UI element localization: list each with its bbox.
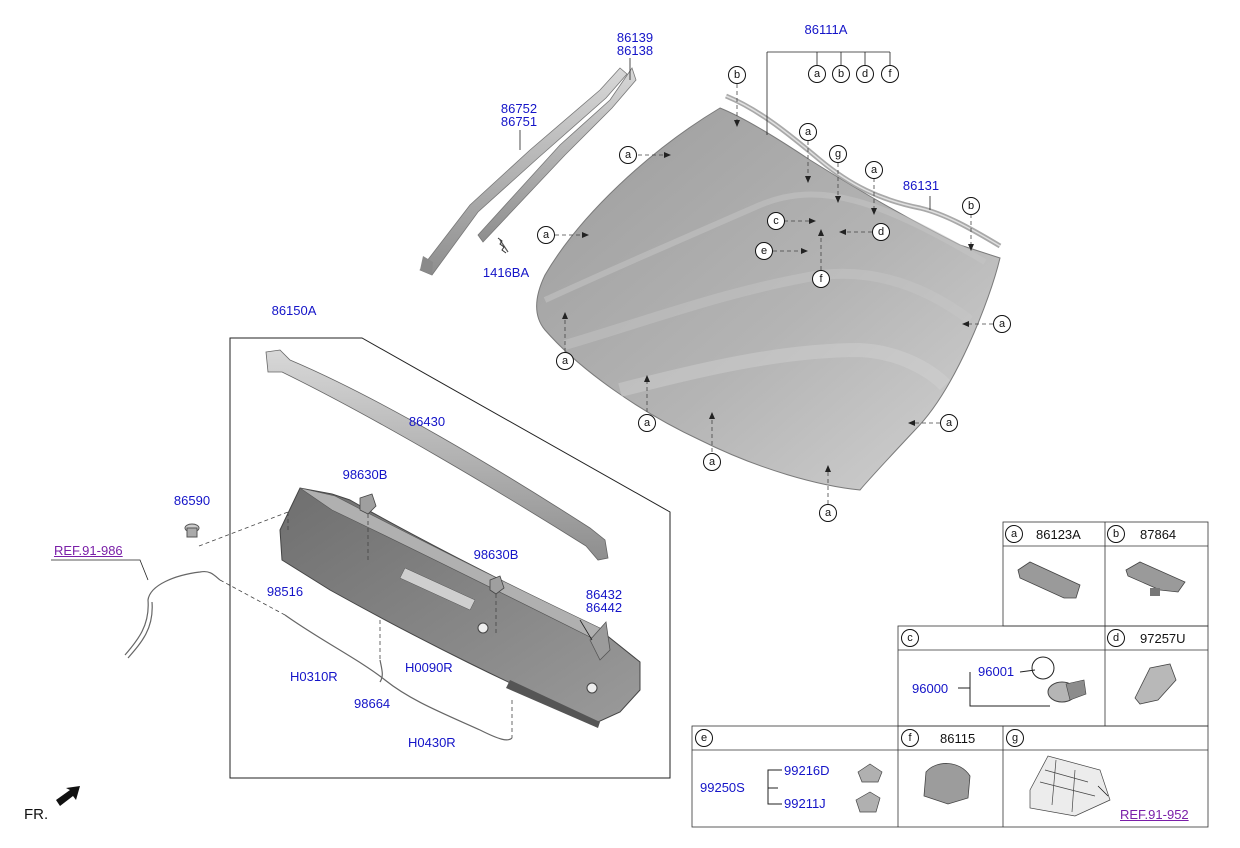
grommet: [184, 523, 200, 538]
label-86432[interactable]: 86432: [585, 587, 623, 602]
label-H0090R[interactable]: H0090R: [405, 660, 453, 675]
label-86430[interactable]: 86430: [408, 414, 446, 429]
label-98630B-1[interactable]: 98630B: [342, 467, 388, 482]
label-98630B-2[interactable]: 98630B: [473, 547, 519, 562]
legend-g-letter: g: [1006, 729, 1024, 747]
callout-a: a: [819, 504, 837, 522]
label-1416BA[interactable]: 1416BA: [482, 265, 530, 280]
callout-d: d: [872, 223, 890, 241]
label-86751[interactable]: 86751: [500, 114, 538, 129]
label-86138[interactable]: 86138: [616, 43, 654, 58]
legend-e-letter: e: [695, 729, 713, 747]
callout-a: a: [993, 315, 1011, 333]
callout-b: b: [962, 197, 980, 215]
label-86590[interactable]: 86590: [173, 493, 211, 508]
legend-f-part[interactable]: 86115: [940, 731, 976, 746]
weatherstrip: [265, 349, 609, 561]
front-label: FR.: [24, 806, 49, 823]
callout-a: a: [619, 146, 637, 164]
callout-b: b: [832, 65, 850, 83]
legend-part-d: [1134, 663, 1177, 705]
legend-c-96000[interactable]: 96000: [912, 681, 949, 696]
legend-b-part[interactable]: 87864: [1140, 527, 1177, 542]
callout-a: a: [638, 414, 656, 432]
ref-link-91-952[interactable]: REF.91-952: [1120, 807, 1189, 822]
legend-e-99211J[interactable]: 99211J: [784, 796, 826, 811]
callout-a: a: [703, 453, 721, 471]
callout-a: a: [537, 226, 555, 244]
legend-d-letter: d: [1107, 629, 1125, 647]
callout-c: c: [767, 212, 785, 230]
callout-e: e: [755, 242, 773, 260]
callout-a: a: [808, 65, 826, 83]
legend-d-part[interactable]: 97257U: [1140, 631, 1186, 646]
side-mould-lower: [419, 67, 628, 276]
legend-part-a: [1017, 561, 1081, 599]
callout-f: f: [881, 65, 899, 83]
legend-a-letter: a: [1005, 525, 1023, 543]
callout-d: d: [856, 65, 874, 83]
washer-hoses: [124, 570, 513, 741]
label-86139[interactable]: 86139: [616, 30, 654, 45]
label-86442[interactable]: 86442: [585, 600, 623, 615]
legend-b-letter: b: [1107, 525, 1125, 543]
callout-g: g: [829, 145, 847, 163]
callout-a: a: [556, 352, 574, 370]
callout-a: a: [865, 161, 883, 179]
nozzle-right: [489, 575, 505, 595]
label-H0310R[interactable]: H0310R: [290, 669, 338, 684]
cowl-group-frame: [229, 337, 671, 779]
legend-part-e: [767, 763, 883, 813]
windshield-glass: [536, 107, 1001, 491]
legend-part-f: [923, 763, 971, 805]
ref-link-91-986[interactable]: REF.91-986: [54, 543, 123, 558]
legend-f-letter: f: [901, 729, 919, 747]
label-86131[interactable]: 86131: [902, 178, 940, 193]
callout-a: a: [799, 123, 817, 141]
legend-grid: [691, 521, 1209, 828]
callout-a: a: [940, 414, 958, 432]
label-H0430R[interactable]: H0430R: [408, 735, 456, 750]
arrowheads: [562, 120, 974, 472]
front-arrow-icon: [56, 786, 80, 806]
label-86752[interactable]: 86752: [500, 101, 538, 116]
legend-c-letter: c: [901, 629, 919, 647]
solid-leaders: [51, 51, 931, 641]
callout-b: b: [728, 66, 746, 84]
label-86150A[interactable]: 86150A: [271, 303, 317, 318]
label-98516[interactable]: 98516: [266, 584, 304, 599]
nozzle-left: [359, 493, 377, 515]
leader-lines: [198, 84, 993, 738]
legend-part-b: [1125, 561, 1186, 596]
legend-e-99250S[interactable]: 99250S: [700, 780, 745, 795]
legend-c-96001[interactable]: 96001: [978, 664, 1015, 679]
cowl-extension: [589, 621, 611, 661]
callout-f: f: [812, 270, 830, 288]
legend-part-c: [958, 656, 1087, 707]
side-mould-upper: [477, 67, 637, 243]
label-98664[interactable]: 98664: [354, 696, 391, 711]
legend-a-part[interactable]: 86123A: [1036, 527, 1081, 542]
legend-e-99216D[interactable]: 99216D: [784, 763, 830, 778]
label-86111A[interactable]: 86111A: [804, 22, 848, 37]
legend-part-g: [1029, 755, 1111, 817]
